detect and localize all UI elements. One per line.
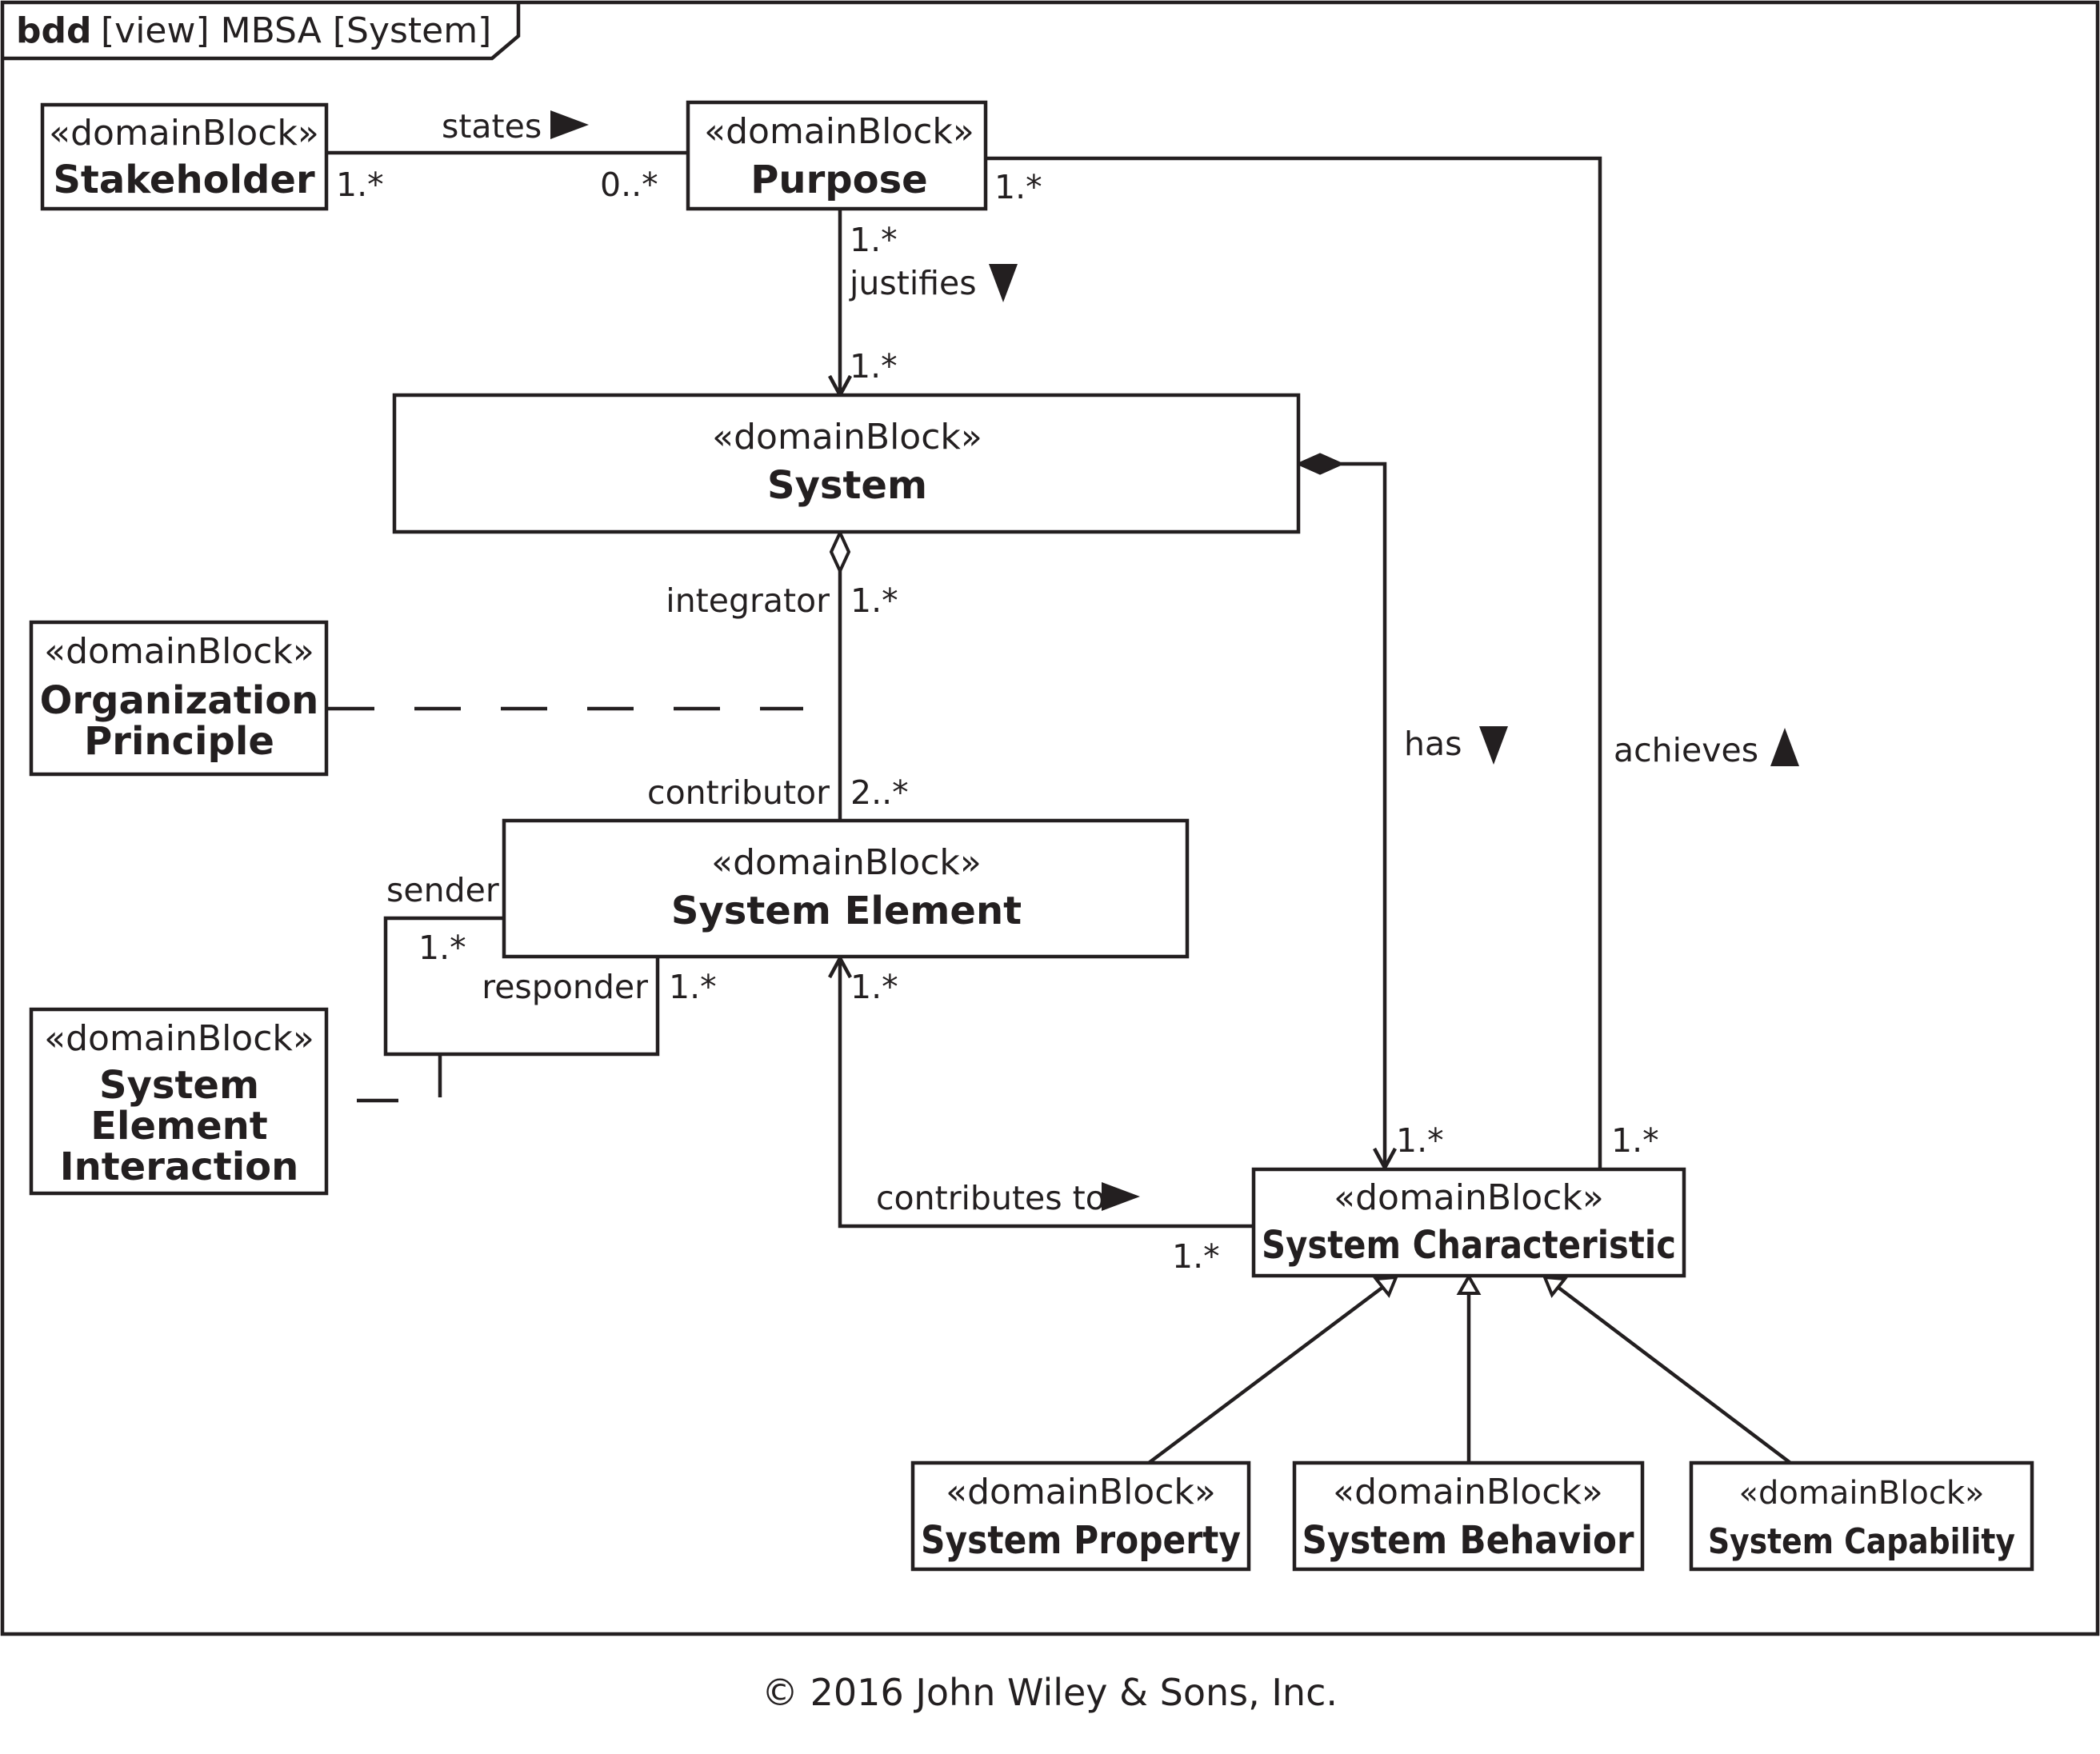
block-stakeholder[interactable]: «domainBlock» Stakeholder <box>40 102 329 211</box>
association-name-contributes-to: contributes to <box>876 1179 1106 1217</box>
block-stereotype: «domainBlock» <box>44 1018 314 1059</box>
generalization-system-capability[interactable] <box>1542 1275 1792 1464</box>
copyright-notice: © 2016 John Wiley & Sons, Inc. <box>762 1671 1338 1714</box>
block-name-purpose: Purpose <box>750 158 927 202</box>
block-name-stakeholder: Stakeholder <box>53 158 315 202</box>
block-name-system: System <box>767 463 927 508</box>
aggregation-integration[interactable]: integrator 1.* contributor 2..* <box>647 529 909 821</box>
block-stereotype: «domainBlock» <box>946 1472 1216 1512</box>
association-justifies[interactable]: 1.* justifies 1.* <box>828 210 1018 399</box>
generalization-system-property[interactable] <box>1147 1275 1399 1464</box>
block-stereotype: «domainBlock» <box>44 631 314 672</box>
multiplicity-characteristic-contributes: 1.* <box>1172 1237 1220 1276</box>
composite-diamond-icon <box>1295 453 1345 475</box>
role-integrator: integrator <box>666 581 830 620</box>
direction-down-icon <box>989 264 1018 302</box>
block-system-element[interactable]: «domainBlock» System Element <box>502 818 1190 959</box>
block-name-system-element: System Element <box>671 889 1022 933</box>
diagram-frame: bdd [view] MBSA [System] <box>0 0 2100 1636</box>
block-name-system-property: System Property <box>921 1518 1241 1563</box>
multiplicity-purpose-end: 0..* <box>600 166 658 204</box>
block-system[interactable]: «domainBlock» System <box>392 393 1301 534</box>
multiplicity-integrator: 1.* <box>850 581 898 620</box>
multiplicity-responder: 1.* <box>669 968 717 1006</box>
generalization-triangle-icon <box>1542 1275 1568 1298</box>
multiplicity-stakeholder-end: 1.* <box>336 166 384 204</box>
direction-up-icon <box>1770 728 1799 766</box>
block-stereotype: «domainBlock» <box>711 842 982 883</box>
composition-has[interactable]: has 1.* <box>1295 453 1508 1172</box>
association-class-link-interaction[interactable] <box>357 1056 442 1103</box>
multiplicity-purpose-justifies: 1.* <box>850 221 898 259</box>
role-contributor: contributor <box>647 773 830 812</box>
block-system-capability[interactable]: «domainBlock» System Capability <box>1689 1460 2034 1572</box>
block-purpose[interactable]: «domainBlock» Purpose <box>686 100 988 211</box>
association-name-has: has <box>1404 725 1462 763</box>
generalization-system-behavior[interactable] <box>1456 1273 1482 1463</box>
association-contributes-to[interactable]: 1.* contributes to 1.* <box>828 954 1254 1276</box>
role-responder: responder <box>482 968 648 1006</box>
association-name-achieves: achieves <box>1614 731 1758 769</box>
block-stereotype: «domainBlock» <box>1334 1177 1604 1218</box>
association-name-justifies: justifies <box>849 264 977 302</box>
block-stereotype: «domainBlock» <box>1333 1472 1603 1512</box>
block-name-organization-principle-line2: Principle <box>84 719 274 764</box>
block-system-element-interaction[interactable]: «domainBlock» System Element Interaction <box>29 1007 329 1196</box>
direction-right-icon <box>1102 1182 1140 1211</box>
block-name-system-capability: System Capability <box>1708 1521 2015 1562</box>
block-organization-principle[interactable]: «domainBlock» Organization Principle <box>29 620 329 777</box>
block-name-system-characteristic: System Characteristic <box>1262 1223 1676 1268</box>
association-name-states: states <box>442 107 542 146</box>
generalization-triangle-icon <box>1456 1273 1482 1295</box>
frame-title: [view] MBSA [System] <box>101 10 491 51</box>
block-system-characteristic[interactable]: «domainBlock» System Characteristic <box>1251 1167 1686 1278</box>
direction-down-icon <box>1479 726 1508 765</box>
block-stereotype: «domainBlock» <box>49 113 319 154</box>
frame-keyword: bdd <box>16 10 92 51</box>
shared-diamond-icon <box>829 529 851 575</box>
self-association-interaction[interactable]: sender 1.* responder 1.* <box>383 871 717 1057</box>
association-states[interactable]: states 1.* 0..* <box>326 107 688 204</box>
block-system-property[interactable]: «domainBlock» System Property <box>910 1460 1251 1572</box>
role-sender: sender <box>386 871 499 909</box>
multiplicity-characteristic-achieves: 1.* <box>1611 1121 1659 1160</box>
block-name-interaction-line1: System <box>99 1063 259 1108</box>
generalization-triangle-icon <box>1373 1275 1399 1298</box>
block-stereotype: «domainBlock» <box>704 111 974 152</box>
multiplicity-sender: 1.* <box>418 929 466 967</box>
block-name-organization-principle-line1: Organization <box>40 678 319 723</box>
block-stereotype: «domainBlock» <box>712 417 982 457</box>
block-name-system-behavior: System Behavior <box>1302 1518 1634 1563</box>
block-name-interaction-line2: Element <box>90 1104 267 1149</box>
multiplicity-element-contributes: 1.* <box>850 968 898 1006</box>
block-system-behavior[interactable]: «domainBlock» System Behavior <box>1292 1460 1645 1572</box>
block-name-interaction-line3: Interaction <box>60 1145 299 1189</box>
direction-right-icon <box>550 110 589 139</box>
block-stereotype: «domainBlock» <box>1739 1475 1985 1512</box>
multiplicity-contributor: 2..* <box>850 773 909 812</box>
association-achieves[interactable]: 1.* achieves 1.* <box>986 156 1799 1169</box>
multiplicity-purpose-achieves: 1.* <box>994 168 1042 206</box>
multiplicity-system-justifies: 1.* <box>850 347 898 386</box>
multiplicity-characteristic-has: 1.* <box>1396 1121 1444 1160</box>
